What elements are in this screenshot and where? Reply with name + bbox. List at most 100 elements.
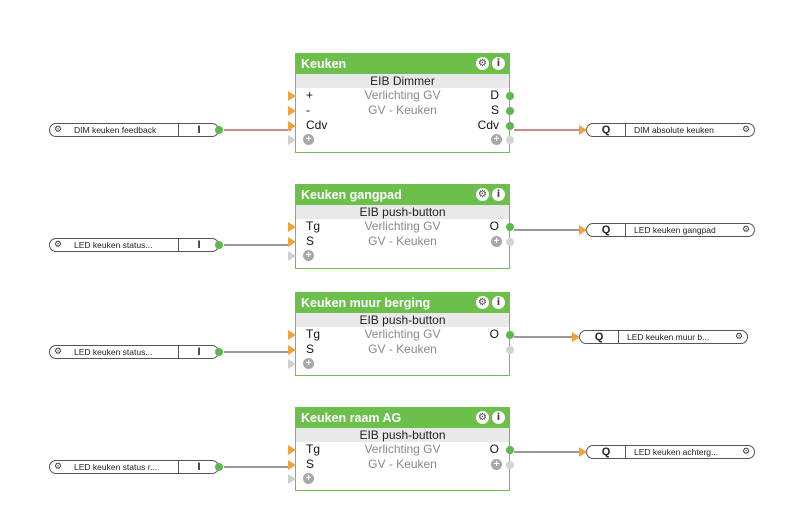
block-keuken-raam-ag[interactable]: Keuken raam AG ⚙ i EIB push-button Tg Ve… xyxy=(288,407,514,491)
plus-icon[interactable]: + xyxy=(303,134,314,145)
gear-icon[interactable]: ⚙ xyxy=(53,347,63,357)
row-description: Verlichting GV xyxy=(364,327,441,341)
block-keuken-muur-berging[interactable]: Keuken muur berging ⚙ i EIB push-button … xyxy=(288,292,514,376)
input-pin[interactable] xyxy=(288,121,296,131)
block-header[interactable]: Keuken ⚙ i xyxy=(296,54,509,74)
block-keuken-gangpad[interactable]: Keuken gangpad ⚙ i EIB push-button Tg Ve… xyxy=(288,184,514,269)
gear-icon[interactable]: ⚙ xyxy=(741,225,751,235)
output-ref-value: Q xyxy=(601,124,611,136)
input-ref-led-keuken-status-r[interactable]: ⚙ LED keuken status r... I xyxy=(49,460,223,474)
input-pin[interactable] xyxy=(572,332,580,342)
block-row: S GV - Keuken + xyxy=(288,457,514,472)
divider xyxy=(178,124,179,136)
output-pin[interactable] xyxy=(215,348,223,356)
plus-icon[interactable]: + xyxy=(303,473,314,484)
gear-icon[interactable]: ⚙ xyxy=(53,125,63,135)
output-pin[interactable] xyxy=(506,92,514,100)
input-ref-led-keuken-status[interactable]: ⚙ LED keuken status... I xyxy=(49,345,223,359)
output-pin[interactable] xyxy=(215,126,223,134)
output-ref-led-keuken-gangpad[interactable]: Q LED keuken gangpad ⚙ xyxy=(579,223,755,237)
empty-input-pin[interactable] xyxy=(288,135,296,145)
empty-output-pin[interactable] xyxy=(506,461,514,469)
output-ref-led-keuken-achterg[interactable]: Q LED keuken achterg... ⚙ xyxy=(579,445,755,459)
info-icon[interactable]: i xyxy=(492,57,505,70)
input-pin[interactable] xyxy=(288,330,296,340)
plus-icon[interactable]: + xyxy=(491,459,502,470)
empty-input-pin[interactable] xyxy=(288,359,296,369)
gear-icon[interactable]: ⚙ xyxy=(53,240,63,250)
block-row: S GV - Keuken + xyxy=(288,234,514,249)
input-ref-label: DIM keuken feedback xyxy=(74,125,157,135)
output-pin[interactable] xyxy=(215,241,223,249)
input-pin[interactable] xyxy=(288,91,296,101)
input-pin[interactable] xyxy=(288,237,296,247)
block-type: EIB push-button xyxy=(296,205,509,219)
input-pin[interactable] xyxy=(579,225,587,235)
output-ref-led-keuken-muur-b[interactable]: Q LED keuken muur b... ⚙ xyxy=(572,330,748,344)
empty-input-pin[interactable] xyxy=(288,251,296,261)
divider xyxy=(618,331,619,343)
input-pin[interactable] xyxy=(579,447,587,457)
input-pin[interactable] xyxy=(288,106,296,116)
gear-icon[interactable]: ⚙ xyxy=(734,332,744,342)
gear-icon[interactable]: ⚙ xyxy=(476,411,489,424)
input-label: Tg xyxy=(306,219,321,233)
output-label: D xyxy=(490,88,499,102)
input-label: Tg xyxy=(306,442,321,456)
block-title: Keuken muur berging xyxy=(301,296,431,310)
input-label: S xyxy=(306,234,315,248)
info-icon[interactable]: i xyxy=(492,188,505,201)
input-ref-label: LED keuken status r... xyxy=(74,462,158,472)
output-label: S xyxy=(490,103,499,117)
block-row: - GV - Keuken S xyxy=(288,103,514,118)
empty-output-pin[interactable] xyxy=(506,346,514,354)
output-pin[interactable] xyxy=(506,122,514,130)
output-ref-label: DIM absolute keuken xyxy=(634,125,714,135)
row-description: Verlichting GV xyxy=(364,442,441,456)
empty-output-pin[interactable] xyxy=(506,238,514,246)
output-label: O xyxy=(489,219,499,233)
gear-icon[interactable]: ⚙ xyxy=(53,462,63,472)
info-icon[interactable]: i xyxy=(492,296,505,309)
input-label: Tg xyxy=(306,327,321,341)
input-pin[interactable] xyxy=(288,445,296,455)
output-pin[interactable] xyxy=(506,107,514,115)
block-row: Cdv Cdv xyxy=(288,118,514,133)
output-pin[interactable] xyxy=(506,446,514,454)
block-row: S GV - Keuken xyxy=(288,342,514,357)
output-ref-dim-absolute-keuken[interactable]: Q DIM absolute keuken ⚙ xyxy=(579,123,755,137)
output-pin[interactable] xyxy=(506,223,514,231)
block-header[interactable]: Keuken raam AG ⚙ i xyxy=(296,408,509,428)
block-header[interactable]: Keuken muur berging ⚙ i xyxy=(296,293,509,313)
output-pin[interactable] xyxy=(506,331,514,339)
output-ref-value: Q xyxy=(594,331,604,343)
input-ref-led-keuken-status[interactable]: ⚙ LED keuken status... I xyxy=(49,238,223,252)
add-pin-row: + + xyxy=(288,133,514,147)
input-pin[interactable] xyxy=(288,345,296,355)
output-ref-label: LED keuken gangpad xyxy=(634,225,716,235)
block-keuken-dimmer[interactable]: Keuken ⚙ i EIB Dimmer + Verlichting GV D… xyxy=(288,53,514,153)
plus-icon[interactable]: + xyxy=(303,358,314,369)
gear-icon[interactable]: ⚙ xyxy=(741,447,751,457)
input-pin[interactable] xyxy=(288,460,296,470)
empty-output-pin[interactable] xyxy=(506,136,514,144)
plus-icon[interactable]: + xyxy=(491,236,502,247)
info-icon[interactable]: i xyxy=(492,411,505,424)
gear-icon[interactable]: ⚙ xyxy=(741,125,751,135)
block-type: EIB Dimmer xyxy=(296,74,509,88)
input-label: S xyxy=(306,342,315,356)
plus-icon[interactable]: + xyxy=(303,250,314,261)
output-pin[interactable] xyxy=(215,463,223,471)
gear-icon[interactable]: ⚙ xyxy=(476,188,489,201)
row-description: GV - Keuken xyxy=(368,342,437,356)
block-header[interactable]: Keuken gangpad ⚙ i xyxy=(296,185,509,205)
input-pin[interactable] xyxy=(579,125,587,135)
gear-icon[interactable]: ⚙ xyxy=(476,57,489,70)
gear-icon[interactable]: ⚙ xyxy=(476,296,489,309)
input-ref-dim-keuken-feedback[interactable]: ⚙ DIM keuken feedback I xyxy=(49,123,223,137)
empty-input-pin[interactable] xyxy=(288,474,296,484)
input-pin[interactable] xyxy=(288,222,296,232)
output-ref-label: LED keuken achterg... xyxy=(634,447,719,457)
plus-icon[interactable]: + xyxy=(491,134,502,145)
block-type: EIB push-button xyxy=(296,428,509,442)
